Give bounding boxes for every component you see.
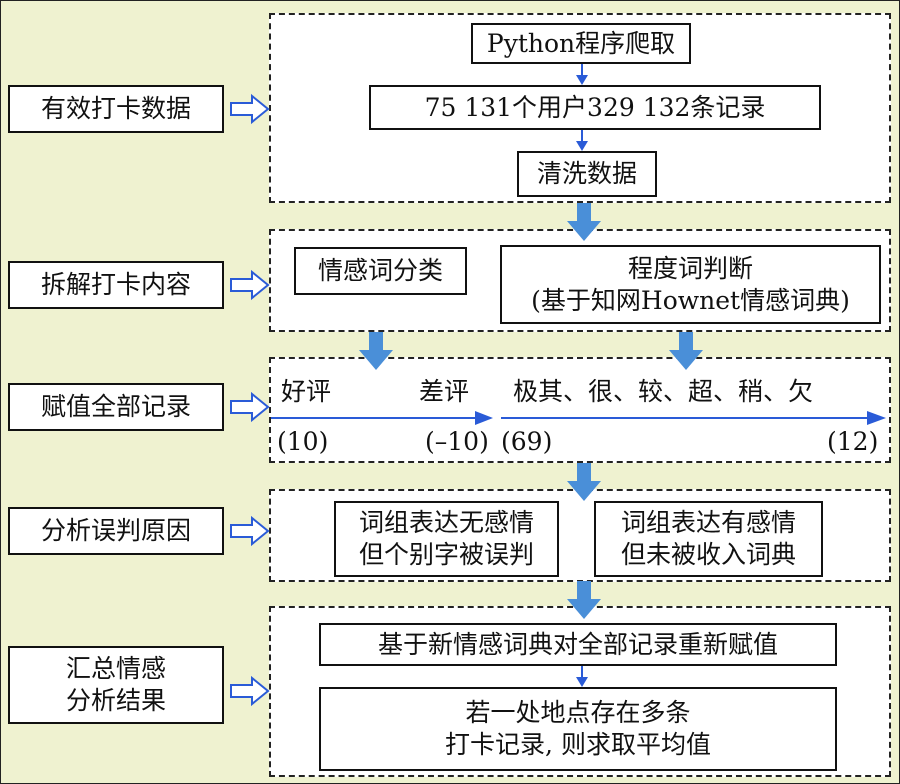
degree-word-judgement: 程度词判断(基于知网Hownet情感词典)	[500, 245, 881, 324]
step-text-line1: 若一处地点存在多条	[465, 698, 691, 727]
big-down-arrow-icon	[567, 581, 601, 619]
stage-label: 赋值全部记录	[40, 392, 191, 421]
step-clean: 清洗数据	[517, 151, 657, 197]
bad-review-label: 差评	[419, 377, 470, 406]
box-text: 情感词分类	[317, 256, 443, 285]
box-text-line2: (基于知网Hownet情感词典)	[531, 285, 850, 315]
bad-value: (–10)	[425, 427, 489, 456]
big-down-arrow-icon	[669, 332, 703, 370]
small-down-arrow-icon	[576, 64, 588, 85]
step-text: 75 131个用户329 132条记录	[424, 92, 766, 122]
spacer	[461, 411, 462, 412]
misjudge-reason-1: 词组表达无感情但个别字被误判	[334, 501, 559, 577]
big-down-arrow-icon	[359, 332, 393, 370]
stage-summary: 汇总情感分析结果	[8, 646, 224, 724]
small-down-arrow-icon	[576, 666, 588, 687]
step-text: 基于新情感词典对全部记录重新赋值	[377, 629, 778, 659]
stage-valid-data: 有效打卡数据	[8, 85, 224, 133]
box-text-line1: 词组表达有感情	[620, 508, 796, 537]
stage-label: 分析误判原因	[40, 516, 191, 545]
misjudge-reason-2: 词组表达有感情但未被收入词典	[594, 501, 823, 577]
box-text-line2: 但未被收入词典	[620, 540, 796, 569]
sentiment-word-classification: 情感词分类	[294, 247, 467, 295]
sentiment-scale-arrow-icon	[271, 411, 493, 425]
stage-decompose: 拆解打卡内容	[8, 261, 224, 309]
reassign-step: 基于新情感词典对全部记录重新赋值	[319, 623, 837, 666]
average-step: 若一处地点存在多条打卡记录, 则求取平均值	[319, 687, 837, 771]
good-value: (10)	[277, 427, 329, 456]
degree-end-value: (12)	[827, 427, 879, 456]
stage-label: 拆解打卡内容	[40, 270, 191, 299]
small-down-arrow-icon	[576, 130, 588, 151]
stage-label-line1: 汇总情感	[65, 654, 166, 683]
step-text: Python程序爬取	[486, 28, 676, 58]
box-text-line1: 程度词判断	[627, 253, 753, 283]
box-text-line2: 但个别字被误判	[358, 540, 534, 569]
hollow-arrow-icon	[230, 675, 270, 707]
stage-label-line2: 分析结果	[65, 686, 166, 715]
degree-scale-arrow-icon	[501, 411, 886, 425]
stage-analyze: 分析误判原因	[8, 507, 224, 555]
box-text-line1: 词组表达无感情	[358, 508, 534, 537]
big-down-arrow-icon	[567, 463, 601, 501]
degree-start-value: (69)	[501, 427, 553, 456]
hollow-arrow-icon	[230, 391, 270, 423]
step-records: 75 131个用户329 132条记录	[369, 85, 821, 130]
step-crawl: Python程序爬取	[471, 23, 691, 64]
hollow-arrow-icon	[230, 93, 270, 125]
step-text-line2: 打卡记录, 则求取平均值	[445, 730, 711, 759]
stage-assign: 赋值全部记录	[8, 383, 224, 431]
degree-words-label: 极其、很、较、超、稍、欠	[513, 377, 814, 406]
hollow-arrow-icon	[230, 515, 270, 547]
step-text: 清洗数据	[536, 159, 637, 188]
panel-assign	[269, 357, 891, 463]
hollow-arrow-icon	[230, 269, 270, 301]
big-down-arrow-icon	[567, 203, 601, 241]
good-review-label: 好评	[281, 377, 332, 406]
stage-label: 有效打卡数据	[40, 94, 191, 123]
